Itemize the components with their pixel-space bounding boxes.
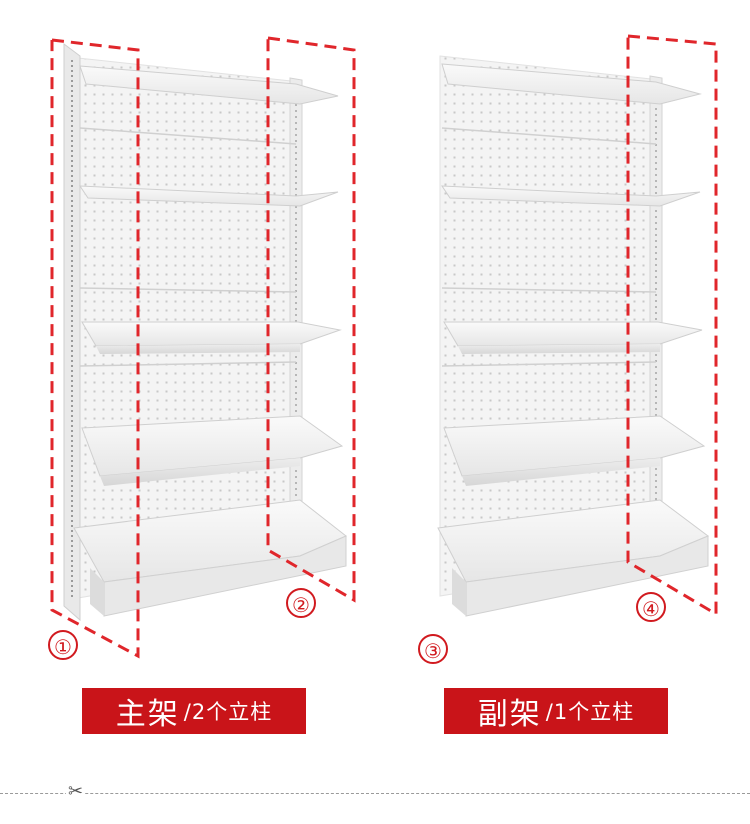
outline-1 — [50, 38, 140, 659]
outline-2 — [266, 36, 356, 603]
main-frame-detail: /2个立柱 — [183, 700, 273, 724]
main-frame-label: 主架 /2个立柱 — [82, 688, 306, 734]
marker-3: ③ — [418, 634, 448, 664]
marker-4: ④ — [636, 592, 666, 622]
main-frame-shelf — [63, 43, 347, 622]
dashed-outlines — [50, 34, 718, 659]
scissors-icon: ✂ — [66, 781, 86, 802]
sub-frame-shelf — [437, 55, 709, 617]
sub-frame-label: 副架 /1个立柱 — [444, 688, 668, 734]
cut-line — [0, 793, 750, 794]
outline-4 — [626, 34, 718, 617]
marker-1: ① — [48, 630, 78, 660]
sub-frame-detail: /1个立柱 — [545, 700, 635, 724]
sub-frame-title: 副架 — [477, 697, 542, 732]
marker-2: ② — [286, 588, 316, 618]
main-frame-title: 主架 — [115, 697, 180, 732]
